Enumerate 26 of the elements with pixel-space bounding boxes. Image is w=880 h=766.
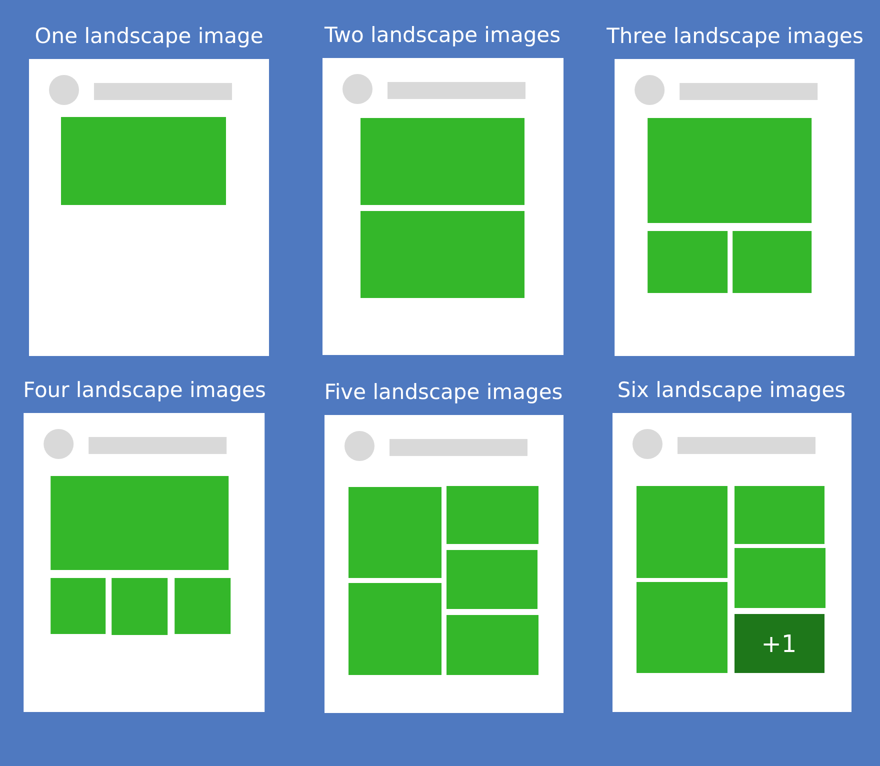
- card-title: Six landscape images: [617, 377, 846, 404]
- card-title: Three landscape images: [606, 23, 864, 50]
- image-placeholder: [348, 487, 441, 578]
- image-placeholder: [648, 231, 728, 293]
- card-title: Four landscape images: [23, 377, 266, 404]
- card-title: Two landscape images: [324, 22, 561, 49]
- card-title: Five landscape images: [324, 379, 563, 406]
- image-placeholder: [636, 486, 727, 578]
- image-placeholder: [446, 486, 538, 544]
- image-placeholder: [348, 583, 441, 675]
- image-placeholder: [51, 578, 106, 634]
- image-placeholder: [446, 615, 538, 675]
- image-placeholder: [360, 118, 524, 205]
- more-images-tile: +1: [734, 614, 824, 673]
- image-placeholder: [175, 578, 231, 634]
- image-placeholder: [61, 117, 226, 205]
- image-placeholder: [734, 486, 824, 544]
- image-placeholder: [636, 582, 727, 673]
- image-placeholder: [112, 578, 168, 635]
- image-placeholder: [734, 548, 825, 608]
- image-placeholder: [648, 118, 812, 223]
- card-title: One landscape image: [34, 23, 264, 50]
- image-placeholder: [360, 211, 524, 298]
- image-placeholder: [51, 476, 229, 570]
- image-placeholder: [733, 231, 812, 293]
- image-placeholder: [446, 550, 537, 609]
